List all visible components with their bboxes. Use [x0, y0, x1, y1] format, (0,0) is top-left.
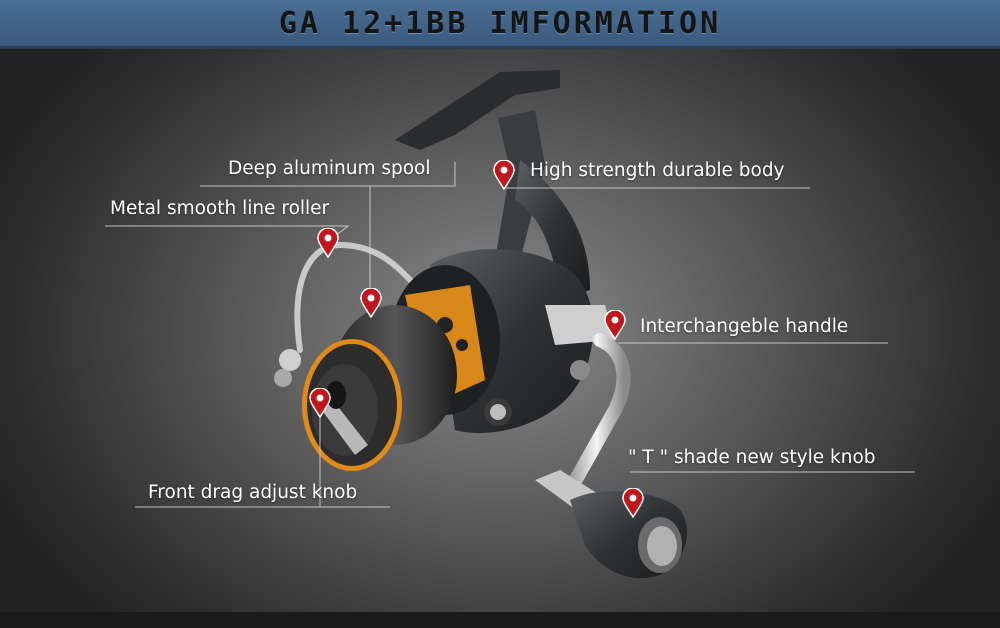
map-pin-icon: [493, 160, 515, 190]
page-title: GA 12+1BB IMFORMATION: [278, 5, 722, 41]
label-deep-aluminum-spool: Deep aluminum spool: [228, 158, 431, 179]
map-pin-icon: [309, 388, 331, 418]
map-pin-icon: [622, 488, 644, 518]
label-high-strength-body: High strength durable body: [530, 160, 785, 181]
title-bar: GA 12+1BB IMFORMATION: [0, 0, 1000, 49]
label-t-shade-knob: " T " shade new style knob: [628, 447, 876, 468]
map-pin-icon: [317, 228, 339, 258]
label-metal-line-roller: Metal smooth line roller: [110, 198, 330, 219]
map-pin-icon: [604, 310, 626, 340]
bottom-bar: [0, 612, 1000, 628]
label-front-drag-knob: Front drag adjust knob: [148, 482, 358, 503]
label-interchangeable-handle: Interchangeble handle: [640, 316, 849, 337]
map-pin-icon: [360, 288, 382, 318]
